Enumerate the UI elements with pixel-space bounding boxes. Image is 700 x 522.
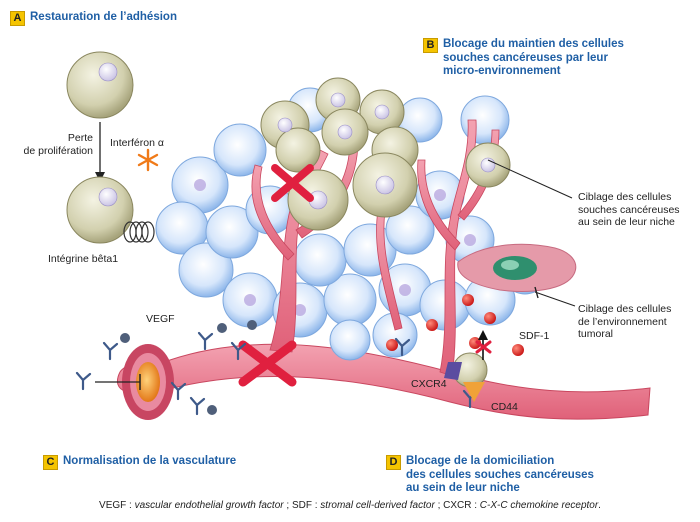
panel-b-title-line3: micro-environnement [443,65,561,77]
label-ciblage-env-line3: tumoral [578,328,614,340]
label-interferon: Interféron α [110,137,164,149]
panel-d-title-line3: au sein de leur niche [406,482,520,494]
label-integrine: Intégrine bêta1 [48,253,119,265]
panel-b-title: B Blocage du maintien des cellules souch… [423,38,624,79]
cd44-receptor-icon [463,382,485,402]
panel-c-title-text: Normalisation de la vasculature [63,455,237,467]
panel-a-title-text: Restauration de l’adhésion [30,11,177,23]
stem-cell-top [66,51,134,119]
stem-cell-bottom [66,176,134,244]
footer-t4: stromal cell-derived factor [320,500,435,511]
label-sdf1: SDF-1 [519,330,550,342]
cxcr4-receptor-icon [444,362,462,380]
inhibition-cross-vessel [238,340,297,387]
footer-t5: ; CXCR : [437,500,478,511]
footer-t3: ; SDF : [286,500,318,511]
label-perte-line2: de prolifération [23,144,93,157]
vessel-cross-section [122,344,174,420]
footer-legend: VEGF : vascular endothelial growth facto… [0,500,700,511]
panel-d-title-line1: Blocage de la domiciliation [406,455,555,467]
panel-b-badge: B [423,38,438,53]
panel-b-title-line2: souches cancéreuses par leur [443,51,608,64]
homing-cross-icon [475,340,492,354]
panel-d-title-line2: des cellules souches cancéreuses [406,468,594,481]
panel-d-badge: D [386,455,401,470]
antibody-icons [75,331,479,416]
panel-d-title: D Blocage de la domiciliation des cellul… [386,455,594,496]
cancer-stem-cells [260,77,511,231]
inhibition-cross-branch [271,164,314,202]
label-ciblage-env-line2: de l’environnement [578,315,667,328]
footer-t6: C-X-C chemokine receptor [479,500,599,511]
interferon-star-icon [137,148,159,172]
panel-a-title: A Restauration de l’adhésion [10,11,177,26]
stromal-cell [457,243,577,292]
label-ciblage-souches-line1: Ciblage des cellules [578,191,672,203]
label-ciblage-souches-line2: souches cancéreuses [578,203,680,216]
pointer-ciblage-env [534,291,576,307]
footer-t7: . [598,500,601,511]
label-ciblage-env: Ciblage des cellules de l’environnement … [578,303,671,341]
footer-t1: VEGF : [99,500,132,511]
label-ciblage-souches-line3: au sein de leur niche [578,216,675,228]
label-ciblage-souches: Ciblage des cellules souches cancéreuses… [578,191,680,229]
tumor-cells [155,87,548,361]
label-perte-line1: Perte [67,132,93,144]
vegf-molecules [120,320,257,415]
label-ciblage-env-line1: Ciblage des cellules [578,303,672,315]
panel-c-title: C Normalisation de la vasculature [43,455,236,470]
pointer-ciblage-env-bar [534,286,539,299]
panel-b-title-line1: Blocage du maintien des cellules [443,38,624,50]
label-cd44: CD44 [491,401,518,413]
panel-c-badge: C [43,455,58,470]
footer-t2: vascular endothelial growth factor [134,500,284,511]
label-perte: Perte de prolifération [8,132,93,157]
homing-arrow-head [478,330,488,340]
pointer-ciblage-souches [487,159,573,199]
sdf1-molecules [386,294,524,356]
label-cxcr4: CXCR4 [411,378,447,390]
integrin-icon [123,221,155,243]
panel-a-badge: A [10,11,25,26]
label-vegf: VEGF [146,313,175,325]
homing-stem-cell [444,352,488,402]
